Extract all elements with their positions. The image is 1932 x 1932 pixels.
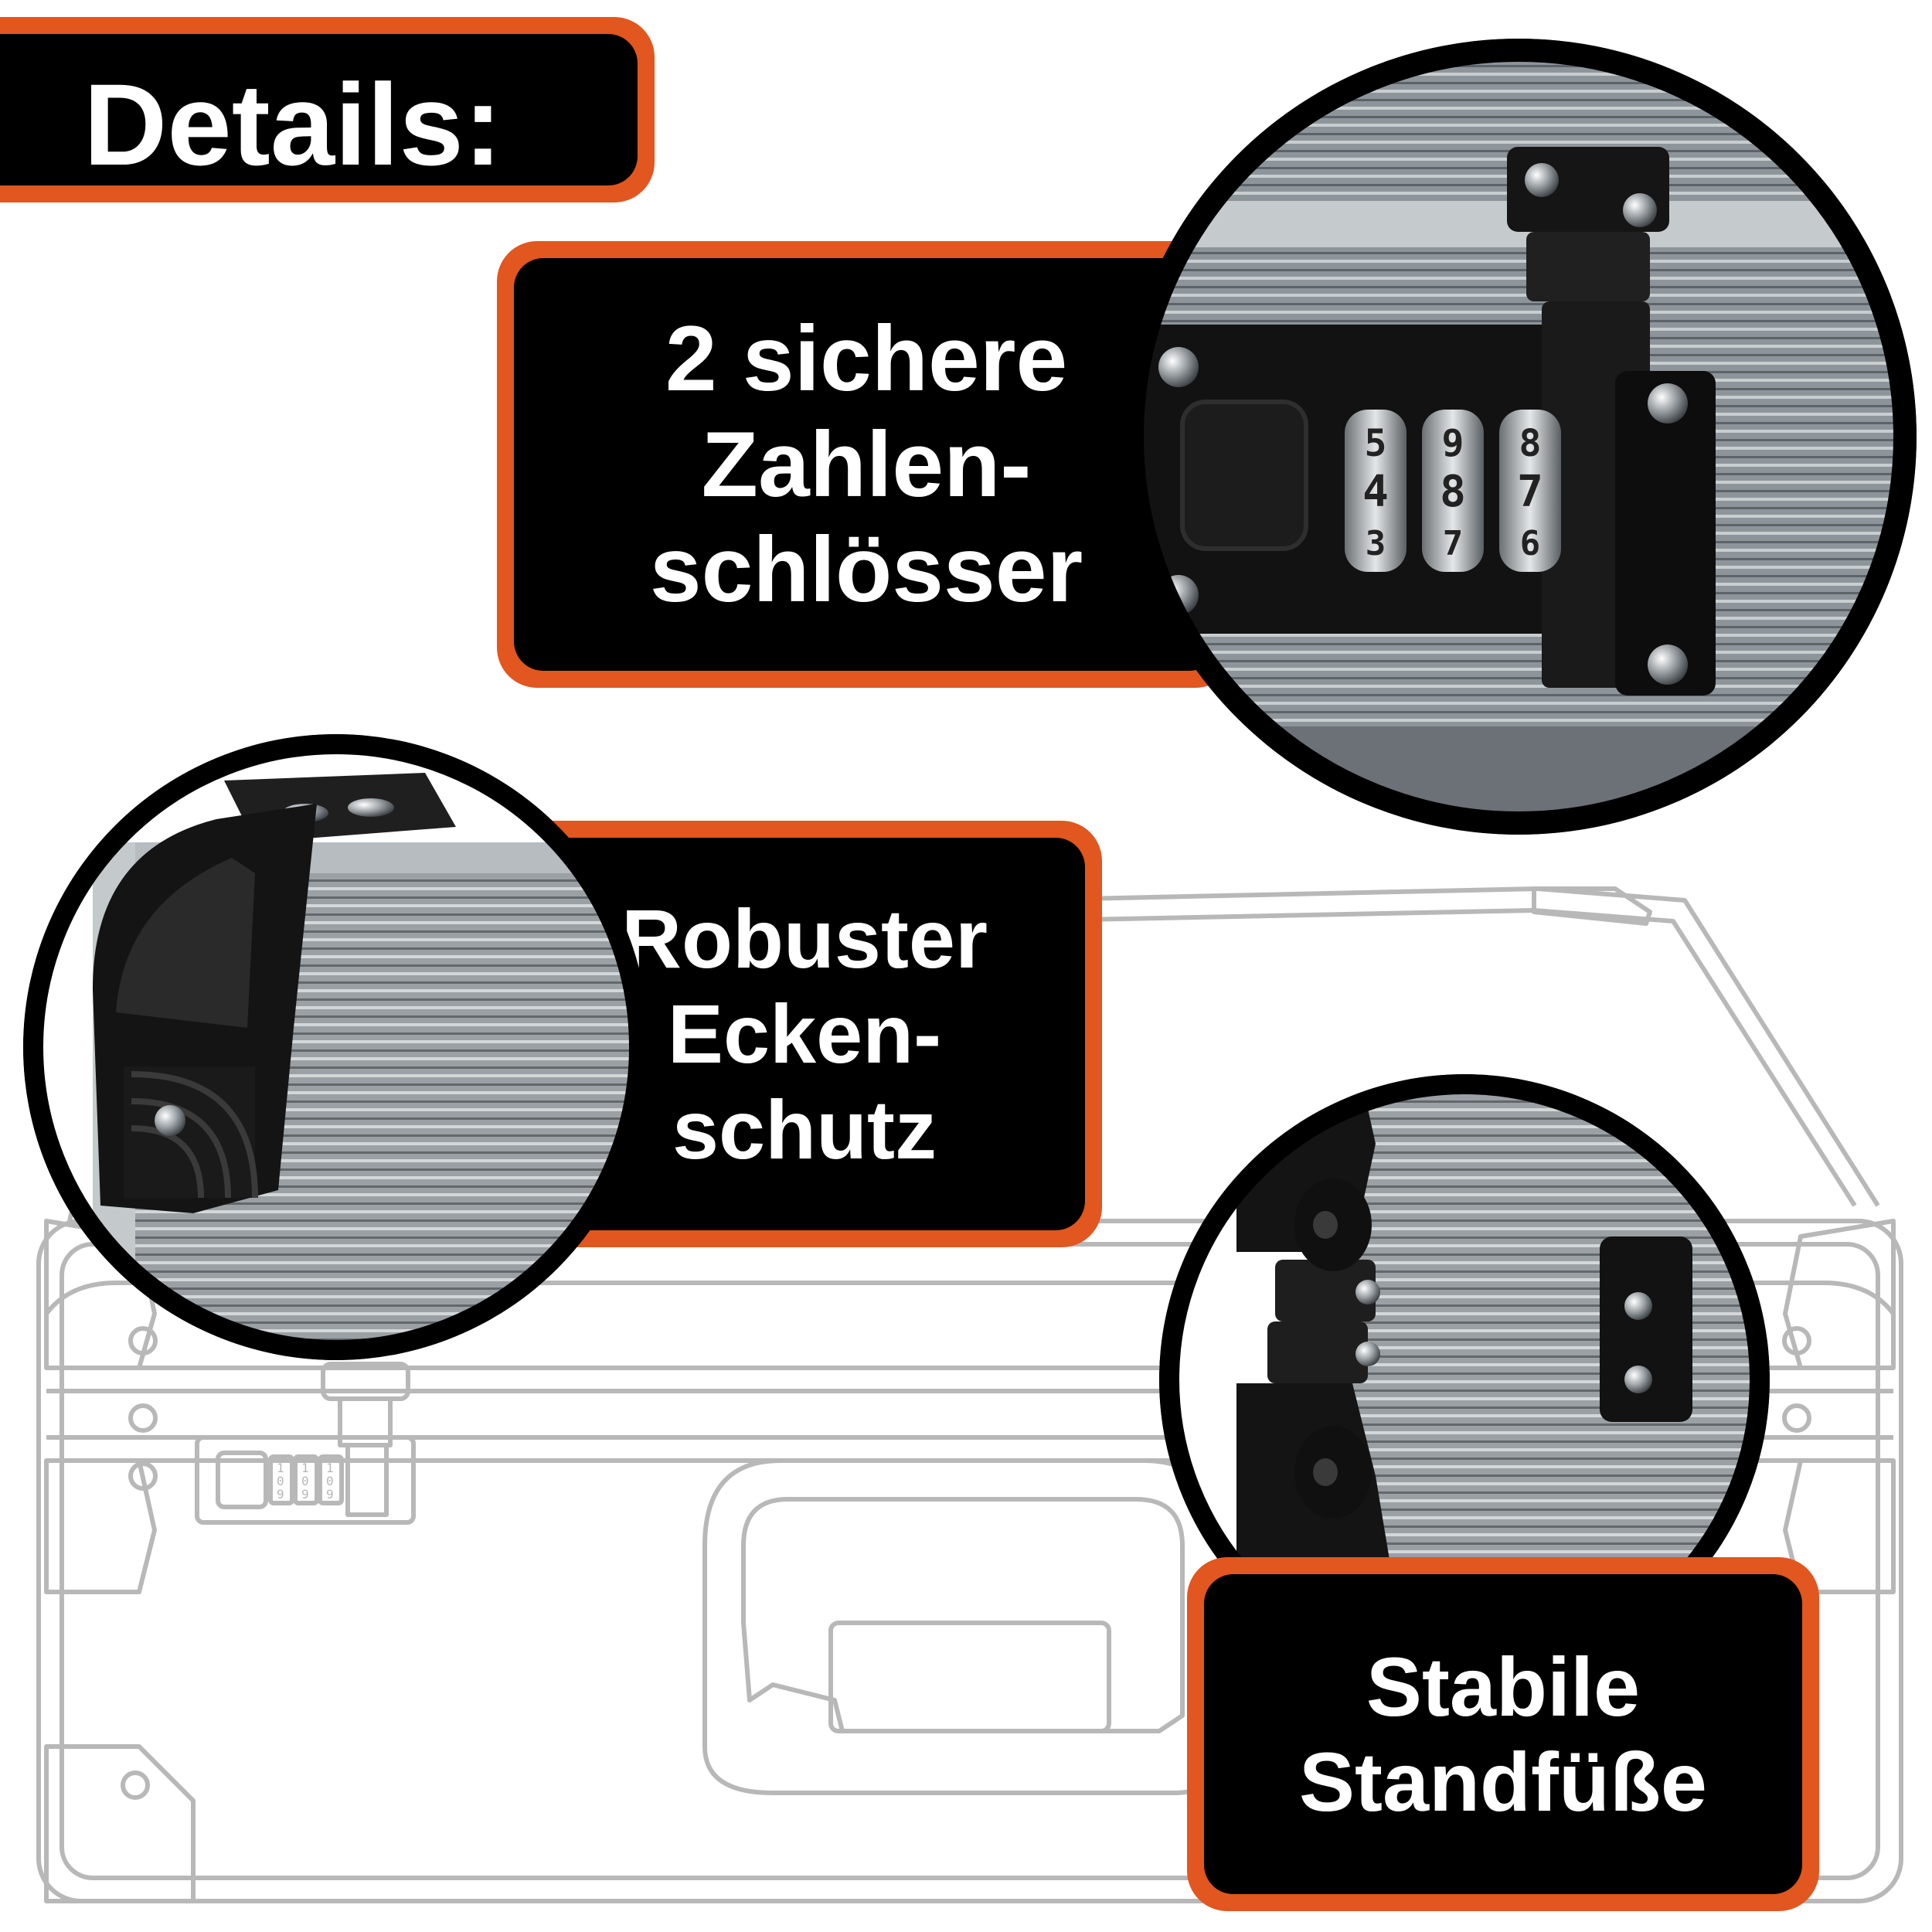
lock-dial-digit: 7 [1517,467,1543,517]
lock-dial-digit: 8 [1440,467,1466,517]
outline-dial-digit: 0 [277,1474,284,1488]
feature-text-feet: Stabile Standfüße [1299,1639,1707,1828]
outline-dial-digit: 9 [301,1487,309,1502]
outline-dial-digit: 1 [326,1461,334,1475]
feature-label-locks-inner: 2 sichere Zahlen- schlösser [514,258,1219,671]
feature-label-feet-inner: Stabile Standfüße [1204,1574,1802,1894]
lock-dial-digit: 9 [1442,422,1464,465]
feature-text-locks: 2 sichere Zahlen- schlösser [649,306,1083,622]
lock-dial-digit: 4 [1362,467,1389,517]
details-header-inner: Details: [0,34,638,185]
corner-protector-photo [23,734,649,1360]
outline-dial-digit: 9 [326,1487,334,1502]
lock-dial-digit: 6 [1520,524,1541,563]
outline-dial-digit: 9 [277,1487,284,1502]
page-title: Details: [83,60,502,189]
outline-dial-digit: 1 [277,1461,284,1475]
outline-dial-digit: 1 [301,1461,309,1475]
feature-label-locks: 2 sichere Zahlen- schlösser [497,241,1236,688]
lock-dial-digit: 8 [1519,422,1542,465]
lock-dial-digit: 7 [1443,524,1464,563]
details-header: Details: [0,17,655,202]
lock-dial-digit: 3 [1366,524,1386,563]
combination-lock-photo: 5 9 8 4 8 7 3 7 6 [1121,39,1917,835]
lock-dial-digit: 5 [1365,422,1387,465]
feature-label-feet: Stabile Standfüße [1187,1557,1819,1911]
feature-text-corner: Robuster Ecken- schutz [621,892,988,1176]
outline-dial-digit: 0 [301,1474,309,1488]
outline-dial-digit: 0 [326,1474,334,1488]
